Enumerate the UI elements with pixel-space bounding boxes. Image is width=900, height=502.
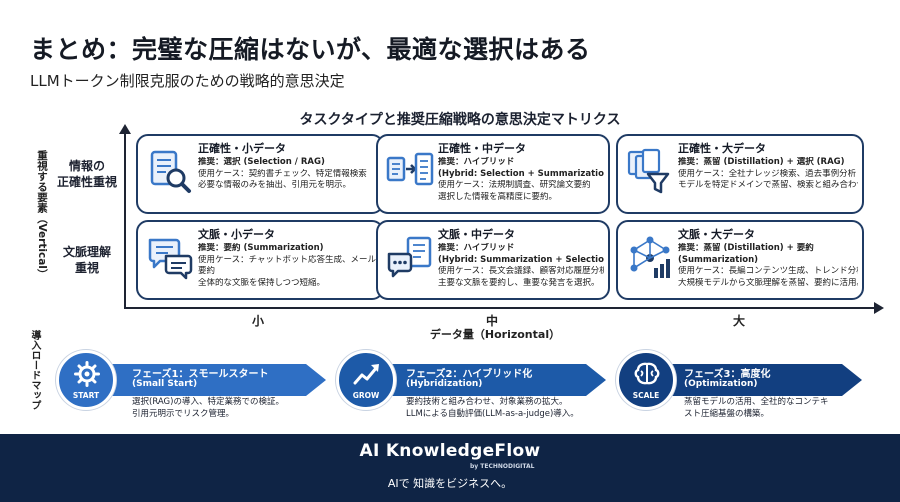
phase-3-title: フェーズ3：高度化 (684, 369, 771, 380)
x-tick-large: 大 (733, 314, 746, 328)
card-use-case: 使用ケース：法規制調査、研究論文要約 (438, 180, 591, 190)
card-accuracy-large: 正確性・大データ 推奨：蒸留 (Distillation) + 選択 (RAG)… (616, 134, 864, 214)
row-label-line: 文脈理解 (62, 245, 111, 259)
page-title: まとめ：完璧な圧縮はないが、最適な選択はある (30, 35, 591, 64)
phase-2-arrow (360, 364, 606, 396)
row-label-line: 情報の (68, 159, 105, 173)
phase-3-arrow (640, 364, 862, 396)
card-use-case: 使用ケース：全社ナレッジ検索、過去事例分析 (678, 168, 857, 179)
chat-bubbles-icon (148, 238, 193, 280)
card-title: 正確性・大データ (678, 142, 766, 155)
brand-logo-text: AI KnowledgeFlow (359, 441, 541, 461)
document-funnel-icon (627, 148, 670, 194)
phase-desc-line: LLMによる自動評価(LLM-as-a-judge)導入。 (406, 409, 579, 419)
gear-icon (74, 361, 100, 387)
card-use-case-cont: 要約 (198, 266, 216, 276)
phase-desc-line: 引用元明示でリスク管理。 (132, 409, 235, 419)
chat-document-icon (387, 236, 432, 278)
page-subtitle: LLMトークン制限克服のための戦略的意思決定 (30, 72, 345, 90)
x-axis-label: データ量（Horizontal） (429, 328, 561, 341)
x-axis-line (124, 307, 876, 309)
card-recommendation: 推奨：ハイブリッド (438, 157, 515, 167)
roadmap-label: 導入ロードマップ (29, 330, 40, 410)
card-title: 正確性・小データ (198, 142, 286, 155)
card-recommendation: 推奨：ハイブリッド (438, 243, 515, 253)
card-use-case: 使用ケース：契約書チェック、特定情報検索 (198, 168, 367, 179)
card-use-case: 使用ケース：長編コンテンツ生成、トレンド分析 (678, 266, 858, 276)
phase-2-badge: GROW (336, 350, 396, 410)
row-label-line: 重視 (74, 261, 99, 275)
card-context-medium: 文脈・中データ 推奨：ハイブリッド (Hybrid: Summarization… (376, 220, 610, 300)
y-axis-label: 重視する要素（Vertical） (36, 150, 48, 280)
card-context-large: 文脈・大データ 推奨：蒸留 (Distillation) + 要約 (Summa… (616, 220, 864, 300)
card-use-case: 使用ケース：長文会議録、顧客対応履歴分析 (438, 266, 604, 276)
card-context-small: 文脈・小データ 推奨：要約 (Summarization) 使用ケース：チャット… (136, 220, 384, 300)
card-text: 文脈・大データ 推奨：蒸留 (Distillation) + 要約 (Summa… (678, 228, 858, 289)
card-title: 文脈・中データ (438, 228, 515, 241)
row-label-line: 正確性重視 (56, 175, 117, 189)
card-accuracy-medium: 正確性・中データ 推奨：ハイブリッド (Hybrid: Selection + … (376, 134, 610, 214)
card-recommendation: 推奨：要約 (Summarization) (198, 243, 324, 253)
card-text: 正確性・中データ 推奨：ハイブリッド (Hybrid: Selection + … (438, 142, 604, 203)
y-axis-line (124, 132, 126, 308)
matrix-title: タスクタイプと推奨圧縮戦略の意思決定マトリクス (299, 112, 621, 128)
phase-badge-label: SCALE (632, 391, 660, 400)
card-note: 選択した情報を高精度に要約。 (438, 191, 558, 202)
footer-bar (0, 434, 900, 502)
card-note: モデルを特定ドメインで蒸留、検索と組み合わせる。 (678, 180, 858, 190)
phase-3-subtitle: (Optimization) (684, 379, 758, 389)
x-axis-arrowhead (874, 302, 884, 314)
card-recommendation: 推奨：蒸留 (Distillation) + 要約 (678, 243, 814, 253)
phase-desc-line: 要約技術と組み合わせ、対象業務の拡大。 (406, 397, 568, 407)
document-search-icon (150, 150, 191, 193)
card-recommendation-detail: (Hybrid: Summarization + Selection) (438, 254, 604, 265)
phase-1-badge: START (56, 350, 116, 410)
phase-3-badge: SCALE (616, 350, 676, 410)
card-recommendation: 推奨：蒸留 (Distillation) + 選択 (RAG) (678, 157, 845, 167)
y-axis-arrowhead (119, 124, 131, 134)
card-text: 文脈・小データ 推奨：要約 (Summarization) 使用ケース：チャット… (198, 228, 378, 289)
network-chart-icon (630, 236, 670, 278)
card-note: 大規模モデルから文脈理解を蒸留、要約に活用。 (678, 277, 858, 288)
card-title: 正確性・中データ (438, 142, 526, 155)
phase-1-title: フェーズ1：スモールスタート (132, 369, 269, 380)
growth-chart-icon (353, 364, 379, 385)
card-text: 文脈・中データ 推奨：ハイブリッド (Hybrid: Summarization… (438, 228, 604, 289)
card-text: 正確性・小データ 推奨：選択 (Selection / RAG) 使用ケース：契… (198, 142, 378, 192)
brand-byline: by TECHNODIGITAL (470, 463, 535, 470)
card-recommendation-detail: (Hybrid: Selection + Summarization) (438, 168, 604, 179)
phase-desc-line: 蒸留モデルの活用、全社的なコンテキ (684, 397, 829, 407)
card-text: 正確性・大データ 推奨：蒸留 (Distillation) + 選択 (RAG)… (678, 142, 858, 192)
phase-desc-line: 選択(RAG)の導入、特定業務での検証。 (132, 397, 284, 407)
card-accuracy-small: 正確性・小データ 推奨：選択 (Selection / RAG) 使用ケース：契… (136, 134, 384, 214)
card-use-case: 使用ケース：チャットボット応答生成、メール (198, 254, 376, 265)
document-transfer-icon (386, 152, 434, 186)
phase-badge-label: GROW (352, 391, 380, 400)
card-note: 必要な情報のみを抽出、引用元を明示。 (198, 180, 352, 190)
phase-3-description: 蒸留モデルの活用、全社的なコンテキ スト圧縮基盤の構築。 (684, 396, 829, 420)
phase-2-description: 要約技術と組み合わせ、対象業務の拡大。 LLMによる自動評価(LLM-as-a-… (406, 396, 579, 420)
phase-badge-label: START (72, 391, 100, 400)
phase-desc-line: スト圧縮基盤の構築。 (684, 409, 770, 419)
card-title: 文脈・大データ (678, 228, 755, 241)
x-tick-small: 小 (252, 314, 265, 328)
x-tick-medium: 中 (486, 314, 499, 328)
card-note: 全体的な文脈を保持しつつ短縮。 (198, 277, 325, 288)
phase-1-subtitle: (Small Start) (132, 379, 198, 389)
footer-tagline: AIで 知識をビジネスへ。 (387, 477, 513, 490)
card-title: 文脈・小データ (198, 228, 275, 241)
card-recommendation-detail: (Summarization) (678, 254, 759, 265)
phase-1-arrow (80, 364, 326, 396)
row-label-context: 文脈理解 重視 (52, 244, 122, 276)
phase-1-description: 選択(RAG)の導入、特定業務での検証。 引用元明示でリスク管理。 (132, 396, 284, 420)
phase-2-subtitle: (Hybridization) (406, 379, 483, 389)
phase-2-title: フェーズ2：ハイブリッド化 (406, 369, 533, 380)
brain-icon (634, 362, 660, 385)
row-label-accuracy: 情報の 正確性重視 (52, 158, 122, 190)
card-note: 主要な文脈を要約し、重要な発言を選択。 (438, 277, 600, 288)
card-recommendation: 推奨：選択 (Selection / RAG) (198, 157, 325, 167)
